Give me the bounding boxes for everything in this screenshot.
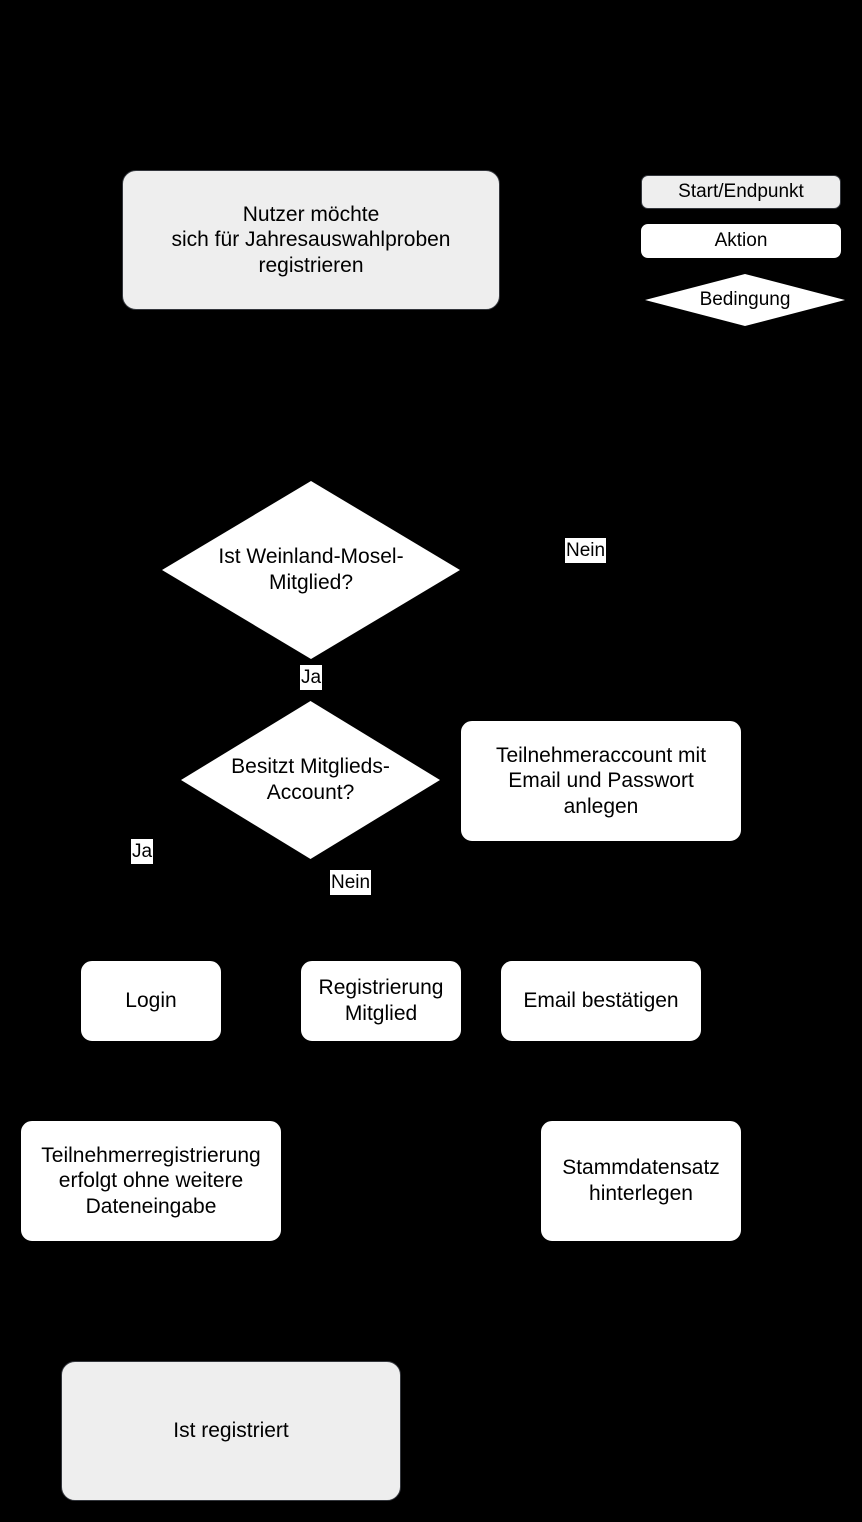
connector-decision-account-no	[310, 859, 312, 961]
edge-label-member-yes: Ja	[300, 665, 323, 691]
node-decision-weinland-mosel-mitglied-label: Ist Weinland-Mosel- Mitglied?	[218, 545, 404, 594]
node-stammdatensatz-hinterlegen-label: Stammdatensatz hinterlegen	[562, 1156, 720, 1205]
node-decision-weinland-mosel-mitglied[interactable]: Ist Weinland-Mosel- Mitglied?	[162, 481, 460, 659]
connector-confirm-email-to-master-data	[640, 1041, 642, 1121]
node-end[interactable]: Ist registriert	[61, 1361, 401, 1501]
node-stammdatensatz-hinterlegen[interactable]: Stammdatensatz hinterlegen	[541, 1121, 741, 1241]
connector-participant-account-to-confirm-email	[600, 841, 602, 961]
legend-item-decision: Bedingung	[645, 274, 845, 326]
edge-label-account-yes-text: Ja	[132, 841, 153, 862]
node-registrierung-mitglied-label: Registrierung Mitglied	[318, 976, 444, 1025]
connector-registration-member-to-participant-registration	[380, 1041, 382, 1081]
node-teilnehmeraccount-anlegen-label: Teilnehmeraccount mit Email und Passwort…	[495, 743, 707, 818]
legend-item-action-label: Aktion	[714, 230, 768, 252]
connector-login-to-participant-registration	[150, 1041, 152, 1121]
node-teilnehmeraccount-anlegen[interactable]: Teilnehmeraccount mit Email und Passwort…	[461, 721, 741, 841]
node-decision-mitglieds-account[interactable]: Besitzt Mitglieds- Account?	[181, 701, 440, 859]
legend-item-action: Aktion	[641, 224, 841, 258]
connector-master-data-to-end	[230, 1310, 641, 1312]
node-start-label: Nutzer möchte sich für Jahresauswahlprob…	[171, 202, 451, 277]
node-start[interactable]: Nutzer möchte sich für Jahresauswahlprob…	[122, 170, 500, 310]
node-decision-mitglieds-account-label: Besitzt Mitglieds- Account?	[231, 755, 390, 804]
edge-label-account-yes: Ja	[131, 839, 154, 865]
edge-label-member-no: Nein	[565, 538, 607, 564]
node-email-bestaetigen-label: Email bestätigen	[523, 989, 679, 1013]
node-end-label: Ist registriert	[173, 1419, 289, 1443]
connector-participant-registration-to-end	[230, 1241, 232, 1361]
node-teilnehmerregistrierung-label: Teilnehmerregistrierung erfolgt ohne wei…	[41, 1143, 261, 1218]
node-registrierung-mitglied[interactable]: Registrierung Mitglied	[301, 961, 461, 1041]
legend-item-decision-label: Bedingung	[699, 289, 791, 311]
connector-account-yes-down	[150, 779, 152, 961]
legend-item-terminal: Start/Endpunkt	[641, 175, 841, 209]
connector-decision-account-yes	[151, 779, 182, 781]
edge-label-member-no-text: Nein	[566, 540, 606, 561]
connector-member-no-down	[600, 569, 602, 721]
node-email-bestaetigen[interactable]: Email bestätigen	[501, 961, 701, 1041]
node-login[interactable]: Login	[81, 961, 221, 1041]
node-teilnehmerregistrierung[interactable]: Teilnehmerregistrierung erfolgt ohne wei…	[21, 1121, 281, 1241]
node-login-label: Login	[125, 989, 177, 1013]
edge-label-account-no: Nein	[330, 870, 372, 896]
connector-start-to-decision-member	[310, 310, 312, 481]
edge-label-member-yes-text: Ja	[301, 667, 322, 688]
legend-item-terminal-label: Start/Endpunkt	[678, 181, 804, 203]
connector-decision-member-no	[460, 569, 601, 571]
edge-label-account-no-text: Nein	[331, 872, 371, 893]
